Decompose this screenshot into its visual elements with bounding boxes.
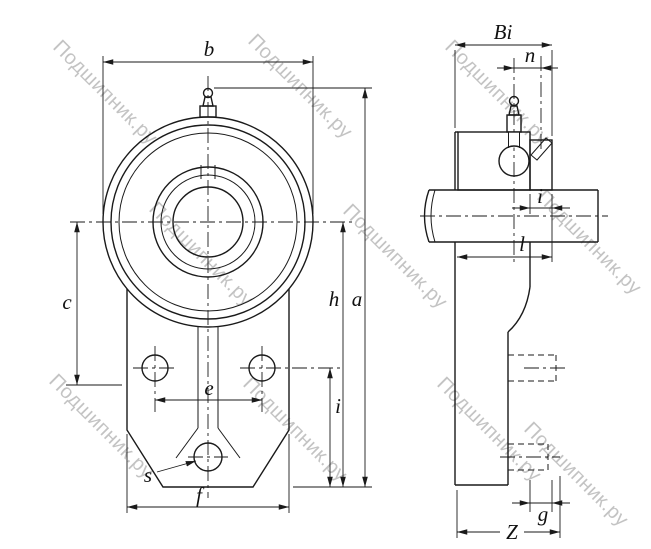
rib-flare	[217, 427, 241, 459]
grease-fitting-side	[506, 95, 522, 133]
side-view-dimensions: Bi n i l g Z	[454, 20, 570, 544]
dim-label-Z: Z	[506, 520, 518, 544]
flange-plate-side	[454, 242, 531, 486]
bearing-outer-ring-circle	[152, 166, 264, 278]
side-view	[420, 56, 608, 486]
front-view-dimensions: b c e s f h a i	[62, 37, 372, 513]
dim-label-b: b	[204, 37, 215, 61]
watermark-text: Подшипник.ру	[44, 370, 157, 483]
grease-passage	[508, 132, 520, 148]
dim-label-s: s	[144, 463, 152, 487]
watermark-text: Подшипник.ру	[48, 36, 161, 149]
bore-circle	[172, 186, 244, 258]
housing-ring-circle	[110, 124, 306, 320]
front-view	[70, 76, 352, 498]
dim-label-f: f	[196, 483, 205, 507]
housing-inner-circle	[118, 132, 298, 312]
set-screw	[530, 137, 553, 161]
dim-label-n: n	[525, 43, 536, 67]
dim-label-h: h	[329, 287, 340, 311]
ball-bearing	[498, 145, 530, 177]
dim-label-g: g	[538, 502, 549, 526]
collar-section-hatch	[529, 139, 553, 191]
dim-label-a: a	[352, 287, 363, 311]
grease-fitting-front	[199, 87, 217, 118]
bearing-section	[454, 131, 553, 191]
dim-label-i-front: i	[335, 394, 341, 418]
rib-flare	[175, 427, 199, 459]
dim-label-l: l	[519, 232, 525, 256]
dim-label-c: c	[62, 290, 72, 314]
dim-label-i-side: i	[537, 184, 543, 208]
watermarks: Подшипник.ру Подшипник.ру Подшипник.ру П…	[44, 30, 645, 531]
hidden-bosses	[508, 354, 557, 471]
bearing-seal-circle	[160, 174, 256, 270]
dim-label-Bi: Bi	[494, 20, 513, 44]
watermark-text: Подшипник.ру	[238, 373, 351, 486]
dim-label-e: e	[204, 376, 213, 400]
flange-outline	[126, 289, 290, 488]
watermark-text: Подшипник.ру	[243, 30, 356, 143]
